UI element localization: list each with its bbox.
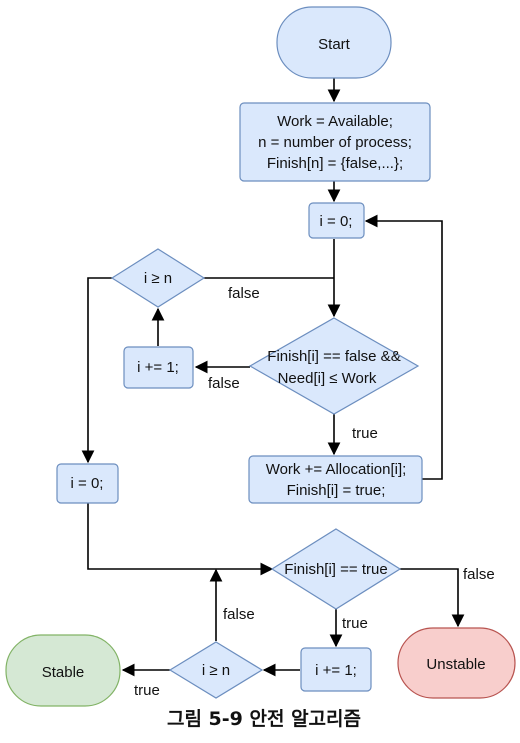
label-bottom-i-ge-n-true: true [134,682,160,699]
cond-i-ge-n-bottom-node: i ≥ n [168,641,264,699]
label-finish-need-true: true [352,425,378,442]
init-line-3: Finish[n] = {false,...}; [267,155,403,172]
label-finish-true-false: false [463,566,495,583]
cond-finish-true-node: Finish[i] == true [270,528,402,610]
cond-i-ge-n-top-label: i ≥ n [144,270,172,287]
edge-i-zero-left-to-finish-true [87,503,274,576]
label-top-i-ge-n-false: false [228,285,260,302]
update-work-node: Work += Allocation[i]; Finish[i] = true; [248,455,423,504]
label-finish-need-false: false [208,375,240,392]
stable-label: Stable [42,664,85,681]
update-work-line-2: Finish[i] = true; [287,482,386,499]
i-zero-top-node: i = 0; [308,202,365,239]
start-node: Start [276,6,392,79]
label-bottom-i-ge-n-false: false [223,606,255,623]
cond-finish-need-node: Finish[i] == false && Need[i] ≤ Work [248,317,420,415]
increment-bottom-label: i += 1; [315,662,357,679]
update-work-line-1: Work += Allocation[i]; [266,461,407,478]
i-zero-left-node: i = 0; [56,463,119,504]
cond-finish-need-line-2: Need[i] ≤ Work [278,370,377,387]
init-node: Work = Available; n = number of process;… [239,102,431,182]
increment-top-node: i += 1; [123,346,194,389]
init-line-2: n = number of process; [258,134,412,151]
cond-i-ge-n-bottom-label: i ≥ n [202,662,230,679]
edge-finish-true-false [400,568,465,628]
label-finish-true-true: true [342,615,368,632]
i-zero-top-label: i = 0; [320,213,353,230]
unstable-label: Unstable [426,656,485,673]
figure-caption: 그림 5-9 안전 알고리즘 [167,708,361,730]
edge-labels: false false true false true false true [134,285,495,699]
unstable-node: Unstable [397,627,516,699]
start-label: Start [318,36,351,53]
increment-top-label: i += 1; [137,359,179,376]
cond-i-ge-n-top-node: i ≥ n [110,248,206,308]
stable-node: Stable [5,634,121,707]
cond-finish-true-label: Finish[i] == true [284,561,387,578]
edge-top-i-ge-n-true [81,277,112,464]
cond-finish-need-line-1: Finish[i] == false && [267,348,400,365]
edges [81,78,465,677]
edge-update-loop-back [364,214,443,480]
i-zero-left-label: i = 0; [71,475,104,492]
init-line-1: Work = Available; [277,113,393,130]
increment-bottom-node: i += 1; [300,647,372,692]
